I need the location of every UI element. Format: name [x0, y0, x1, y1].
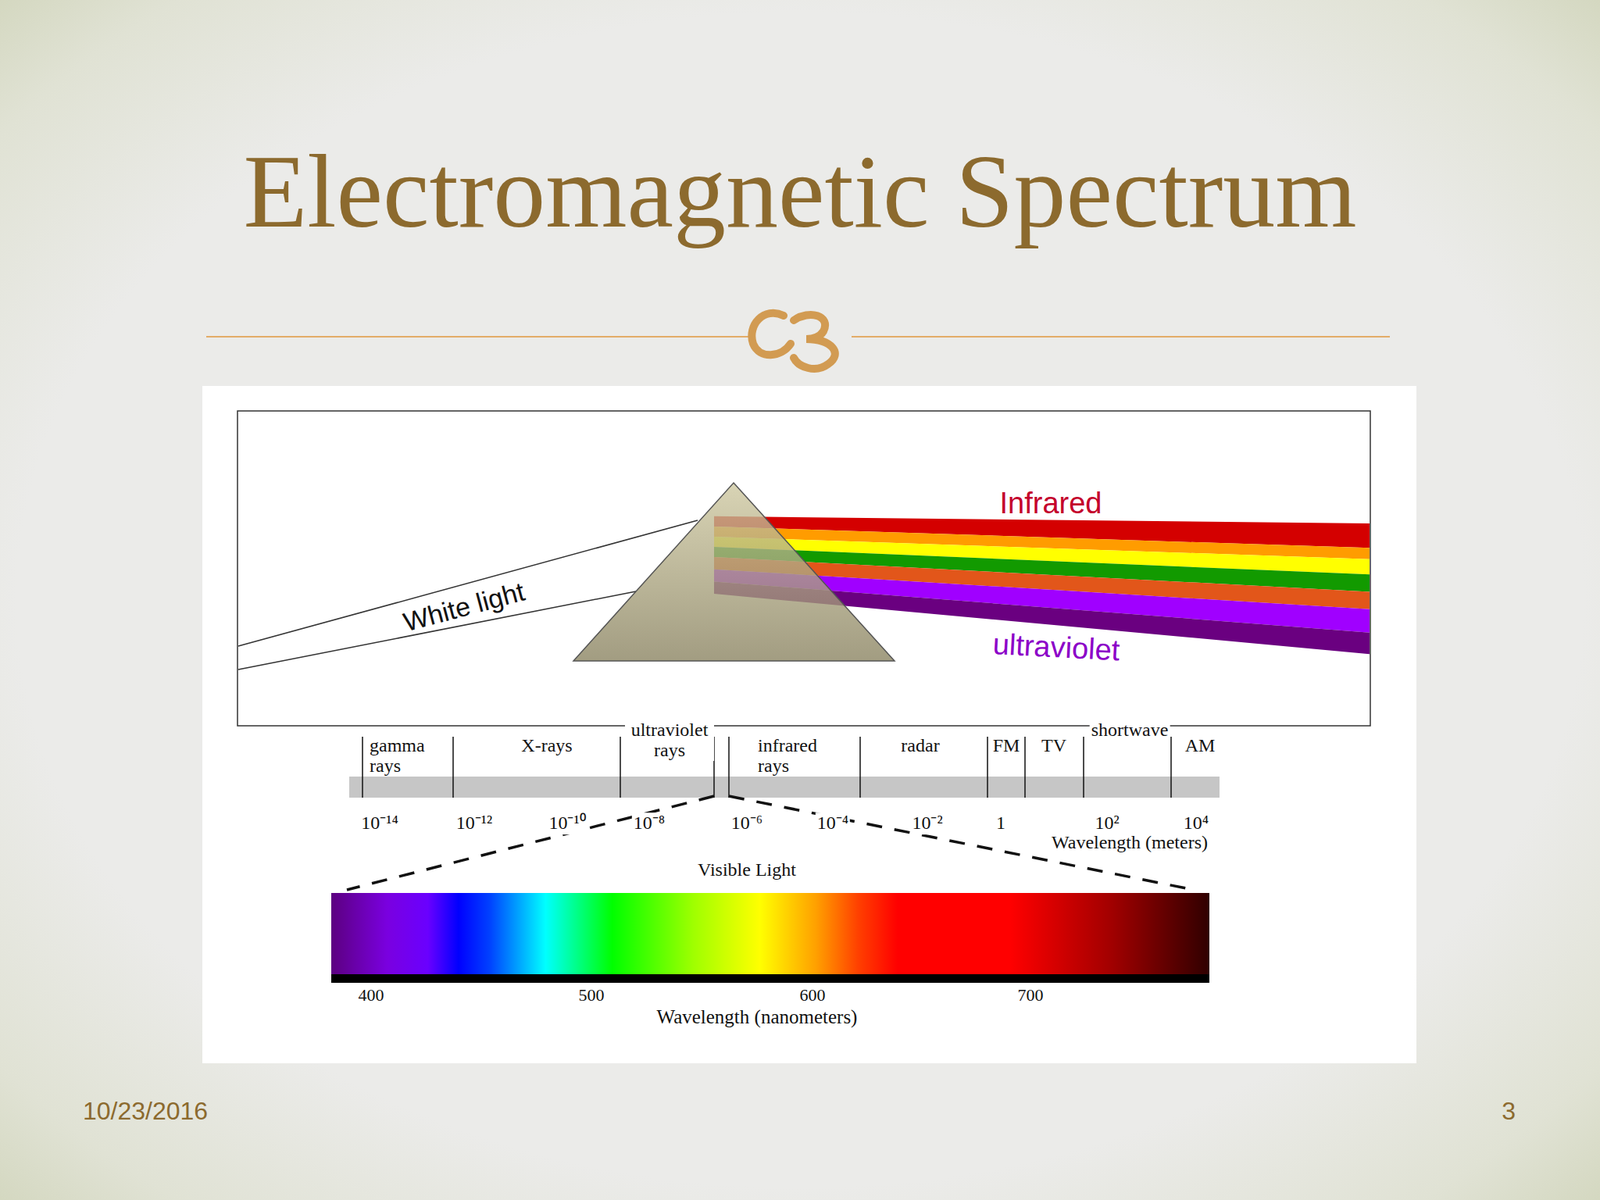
divider-line: [361, 736, 364, 798]
scale-value: 10⁻⁶: [729, 812, 765, 835]
region-label: gamma rays: [367, 735, 433, 777]
zoom-line: [346, 796, 715, 890]
divider-line: [1024, 736, 1026, 798]
scale-value: 10⁻¹⁰: [546, 812, 587, 835]
scale-value: 10⁻⁸: [632, 812, 667, 835]
section-label: Visible Light: [696, 859, 798, 882]
divider-line: [619, 736, 622, 798]
divider-line: [728, 736, 730, 798]
scale-value: 10⁻¹⁴: [359, 812, 400, 835]
divider-line: [452, 736, 454, 798]
region-label: infrared rays: [756, 735, 835, 777]
scale-value: 10⁻¹²: [454, 812, 494, 835]
scale-value: 10⁴: [1182, 812, 1211, 835]
scale-value: 500: [577, 985, 607, 1005]
region-label: ultraviolet rays: [625, 720, 715, 761]
spectrum-bar: [349, 776, 1220, 798]
slide-title: Electromagnetic Spectrum: [242, 139, 1357, 244]
region-label: AM: [1183, 735, 1218, 758]
divider-line: [859, 736, 861, 798]
ornament-rule: [206, 335, 749, 338]
divider-line: [1170, 736, 1172, 798]
ornament-symbol: [751, 313, 835, 369]
figure-panel: [202, 385, 1417, 1064]
scale-value: 10⁻⁴: [815, 812, 850, 835]
scale-value: 10²: [1092, 812, 1121, 835]
ornament-rule: [851, 335, 1390, 338]
region-label: radar: [899, 735, 941, 758]
visible-spectrum: [331, 892, 1210, 975]
scale-value: 400: [357, 985, 386, 1005]
scale-value: 1: [994, 812, 1008, 835]
scale-bar: [331, 974, 1210, 983]
beam-label: White light: [398, 575, 529, 639]
scale-value: 600: [798, 985, 828, 1005]
region-label: FM: [991, 735, 1022, 758]
region-label: TV: [1039, 735, 1068, 758]
axis-title: Wavelength (nanometers): [655, 1006, 860, 1029]
slide-date: 10/23/2016: [81, 1096, 210, 1126]
region-label: shortwave: [1089, 719, 1171, 742]
slide-number: 3: [1500, 1096, 1518, 1126]
axis-title: Wavelength (meters): [1050, 832, 1210, 854]
divider-line: [1082, 736, 1085, 798]
scale-value: 10⁻²: [910, 812, 944, 835]
divider-line: [986, 736, 989, 798]
band-label: ultraviolet: [990, 627, 1123, 668]
prism: [573, 482, 895, 661]
prism-frame: [237, 410, 1371, 726]
region-label: X-rays: [519, 735, 574, 758]
scale-value: 700: [1016, 985, 1046, 1005]
band-label: Infrared: [998, 486, 1104, 522]
